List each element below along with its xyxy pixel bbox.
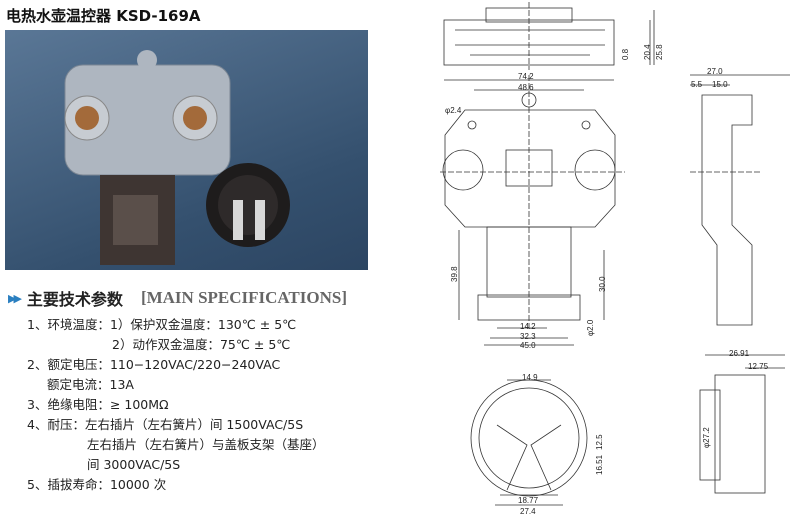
dim-label: 5.5 [691, 80, 703, 89]
dim-label: 32.3 [520, 332, 536, 341]
dim-label: 48.6 [518, 83, 534, 92]
dim-label: φ2.4 [445, 106, 462, 115]
spec-item: 1、环境温度：1）保护双金温度：130℃ ± 5℃ [27, 317, 297, 332]
dim-label: 18.77 [518, 496, 539, 505]
spec-heading-en: [MAIN SPECIFICATIONS] [140, 288, 347, 307]
dim-label: φ2.0 [586, 319, 595, 336]
dim-label: 26.91 [729, 349, 750, 358]
spec-item: 5、插拔寿命：10000 次 [27, 477, 167, 492]
arrow-icon: ▶▶ [8, 291, 22, 305]
dim-label: 30.0 [598, 276, 607, 292]
dim-label: 27.0 [707, 67, 723, 76]
dim-label: 12.75 [748, 362, 769, 371]
spec-item: 4、耐压：左右插片（左右簧片）间 1500VAC/5S [27, 417, 304, 432]
spec-item: 3、绝缘电阻：≥ 100MΩ [27, 397, 169, 412]
dim-label: 25.8 [655, 44, 664, 60]
dim-label: 39.8 [450, 266, 459, 282]
dim-label: φ27.2 [702, 427, 711, 448]
bottom-view [470, 379, 588, 506]
top-view [443, 2, 655, 70]
spec-item: 额定电流：13A [47, 377, 134, 392]
spec-item: 2、额定电压：110−120VAC/220−240VAC [27, 357, 281, 372]
spec-item: 2）动作双金温度：75℃ ± 5℃ [112, 337, 291, 352]
dim-label: 0.8 [621, 48, 630, 60]
dim-label: 12.5 [595, 434, 604, 450]
bottom-side-view [699, 354, 785, 494]
spec-item: 左右插片（左右簧片）与盖板支架（基座） [87, 437, 325, 452]
dim-label: 14.2 [520, 322, 536, 331]
spec-item: 间 3000VAC/5S [87, 457, 181, 472]
dim-label: 15.0 [712, 80, 728, 89]
dim-label: 20.4 [643, 44, 652, 60]
spec-heading-zh: 主要技术参数 [26, 290, 123, 309]
front-view [440, 75, 625, 346]
product-illustration [64, 50, 290, 265]
dim-label: 45.0 [520, 341, 536, 350]
dim-label: 16.51 [595, 454, 604, 475]
dim-label: 27.4 [520, 507, 536, 516]
dim-label: 74.2 [518, 72, 534, 81]
dim-label: 14.9 [522, 373, 538, 382]
side-view [690, 74, 790, 326]
product-photo [5, 30, 368, 270]
spec-heading: ▶▶ 主要技术参数 [MAIN SPECIFICATIONS] [8, 286, 347, 310]
page-title: 电热水壶温控器 KSD-169A [6, 7, 201, 25]
